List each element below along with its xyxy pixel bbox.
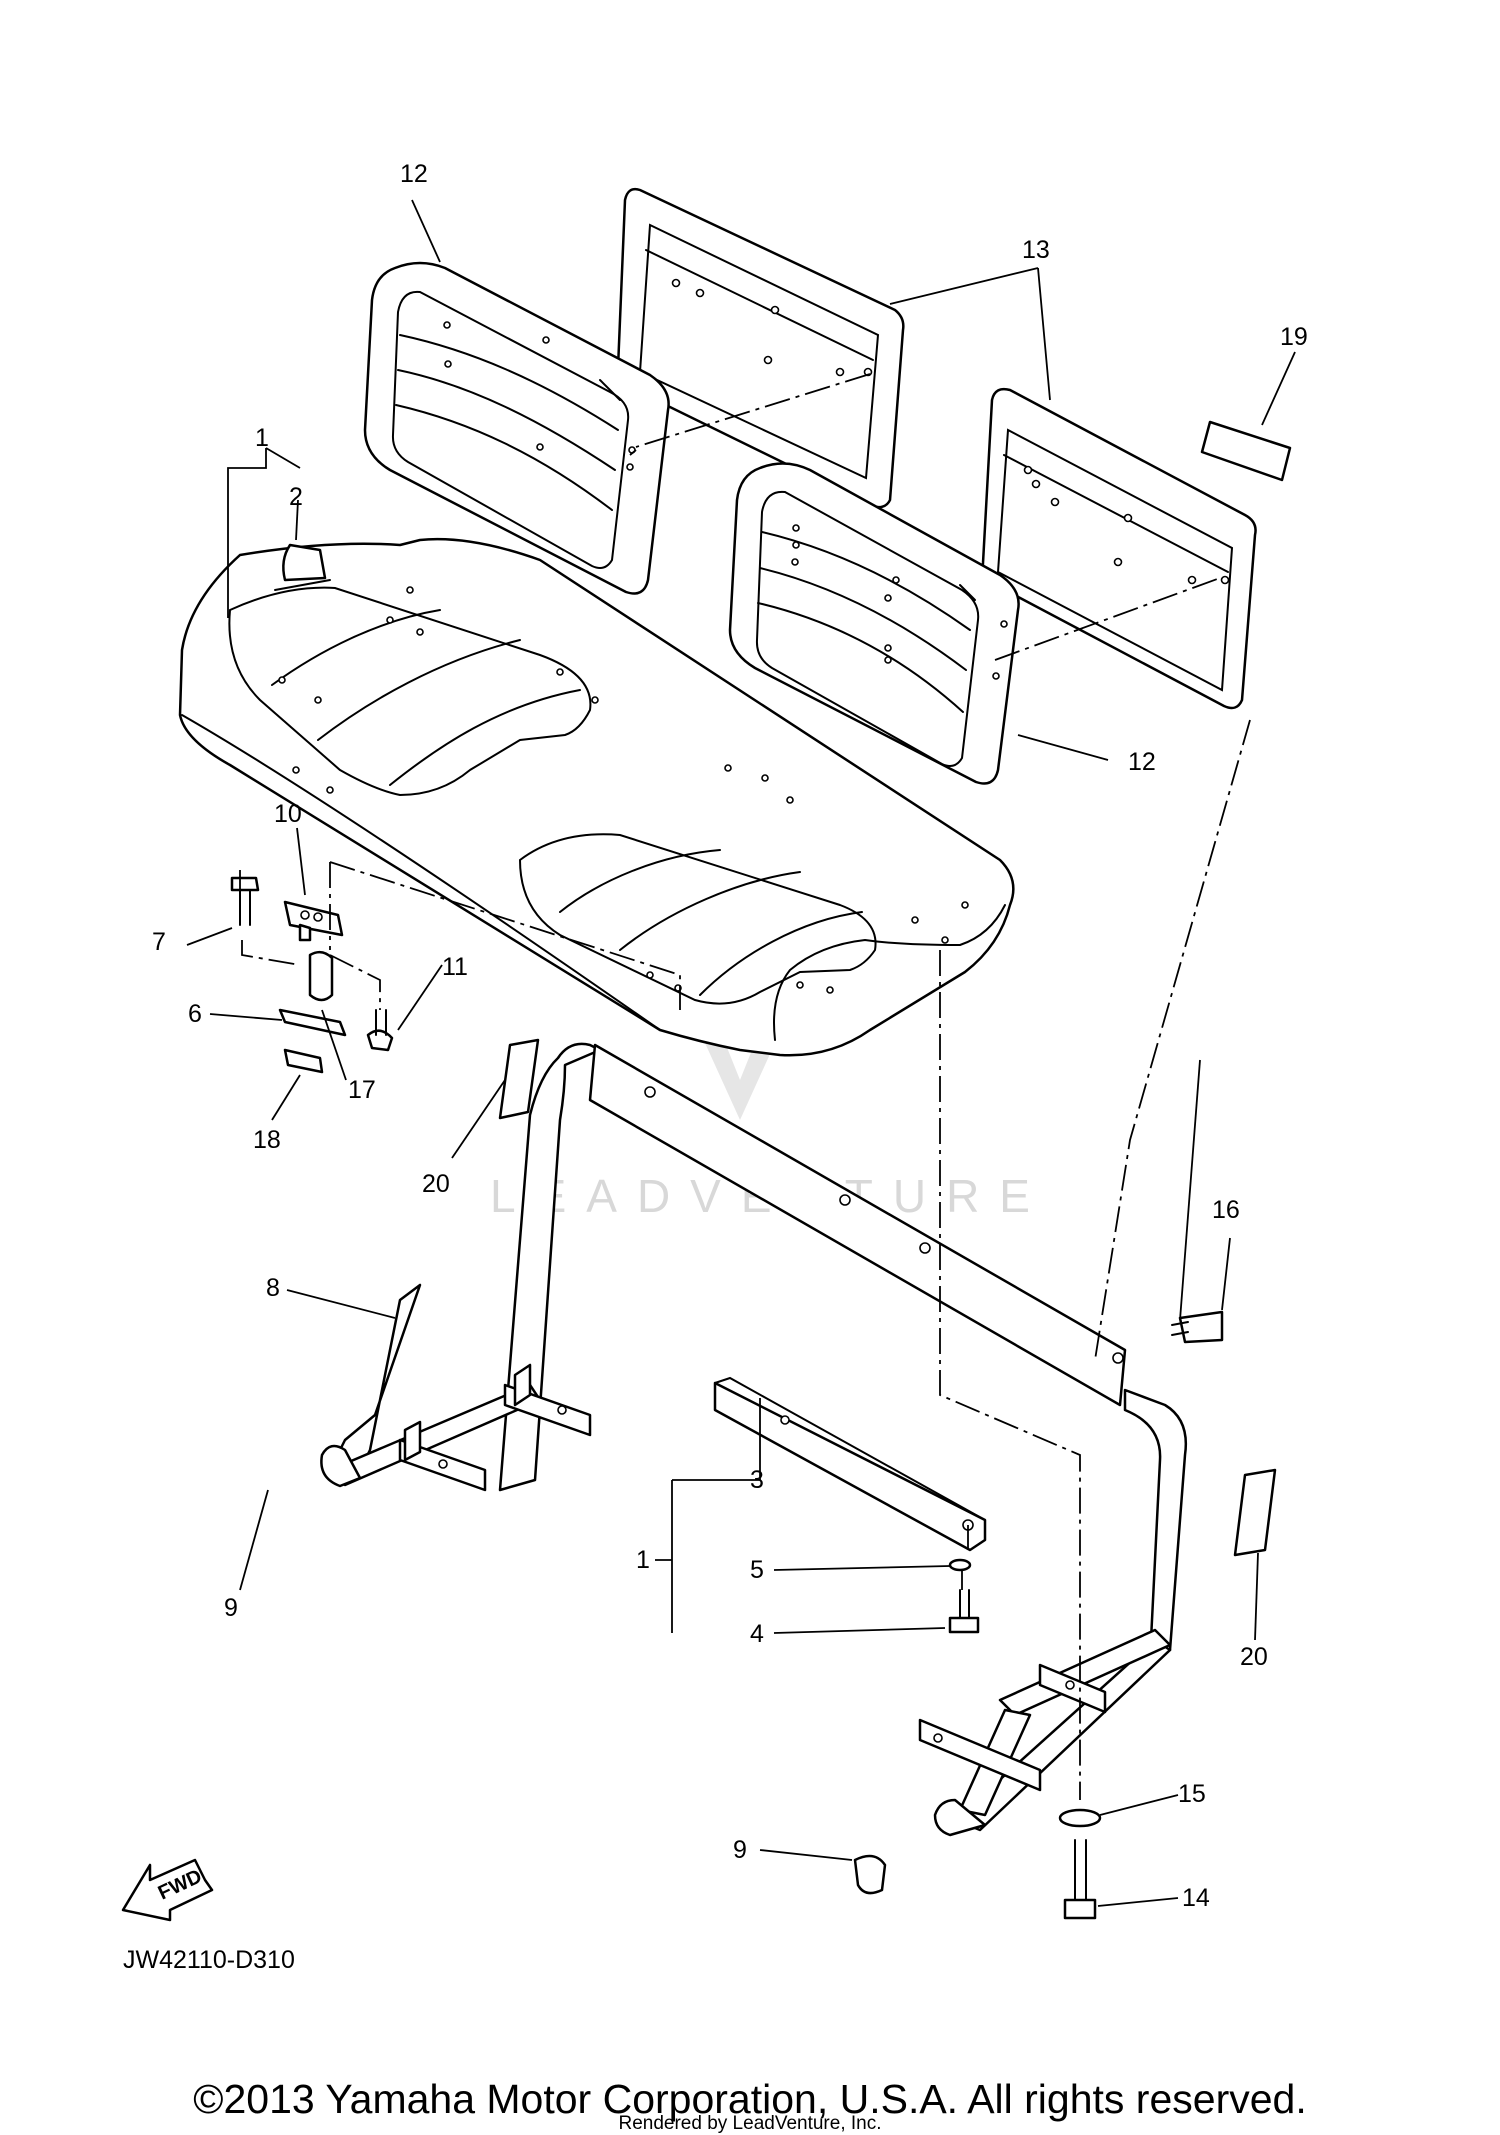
callout-20-left: 20 [422,1170,450,1198]
callout-9-left: 9 [224,1594,238,1622]
callout-12-right: 12 [1128,748,1156,776]
decal-20-left [498,1038,540,1120]
callout-3: 3 [750,1466,764,1494]
copyright-notice: ©2013 Yamaha Motor Corporation, U.S.A. A… [193,2076,1307,2122]
leader-lines [186,199,1296,1907]
seat-support-right [918,1388,1188,1837]
decal-20-right [1233,1468,1277,1557]
callout-numbers: 1 2 12 13 19 12 10 7 11 6 17 18 20 16 8 … [152,160,1308,1912]
callout-19: 19 [1280,323,1308,351]
callout-16: 16 [1212,1196,1240,1224]
callout-18: 18 [253,1126,281,1154]
assembly-lines [239,373,1251,1800]
hardware-right [853,1310,1224,1920]
callout-10: 10 [274,800,302,828]
diagram-code: JW42110-D310 [123,1946,295,1974]
seat-cushion [178,537,1015,1057]
callout-1-bottom: 1 [636,1546,650,1574]
fwd-arrow: FWD [121,1858,214,1922]
callout-8: 8 [266,1274,280,1302]
seat-base-bracket [713,1376,987,1552]
seat-support-left [320,1042,1127,1492]
callout-2: 2 [289,483,303,511]
callout-5: 5 [750,1556,764,1584]
callout-7: 7 [152,928,166,956]
callout-12-top: 12 [400,160,428,188]
rendered-by-notice: Rendered by LeadVenture, Inc. [618,2113,882,2134]
callout-6: 6 [188,1000,202,1028]
hardware-left [230,876,394,1074]
backrest-cushion-right [728,462,1020,785]
callout-15: 15 [1178,1780,1206,1808]
callout-4: 4 [750,1620,764,1648]
callout-9-bottom: 9 [733,1836,747,1864]
backrest-frame-lower [981,387,1257,710]
callout-1-top: 1 [255,424,269,452]
decal-19 [1200,420,1292,482]
callout-13: 13 [1022,236,1050,264]
callout-14: 14 [1182,1884,1210,1912]
callout-20-right: 20 [1240,1643,1268,1671]
backrest-cushion-left [363,261,670,595]
callout-11: 11 [442,953,468,981]
callout-17: 17 [348,1076,376,1104]
